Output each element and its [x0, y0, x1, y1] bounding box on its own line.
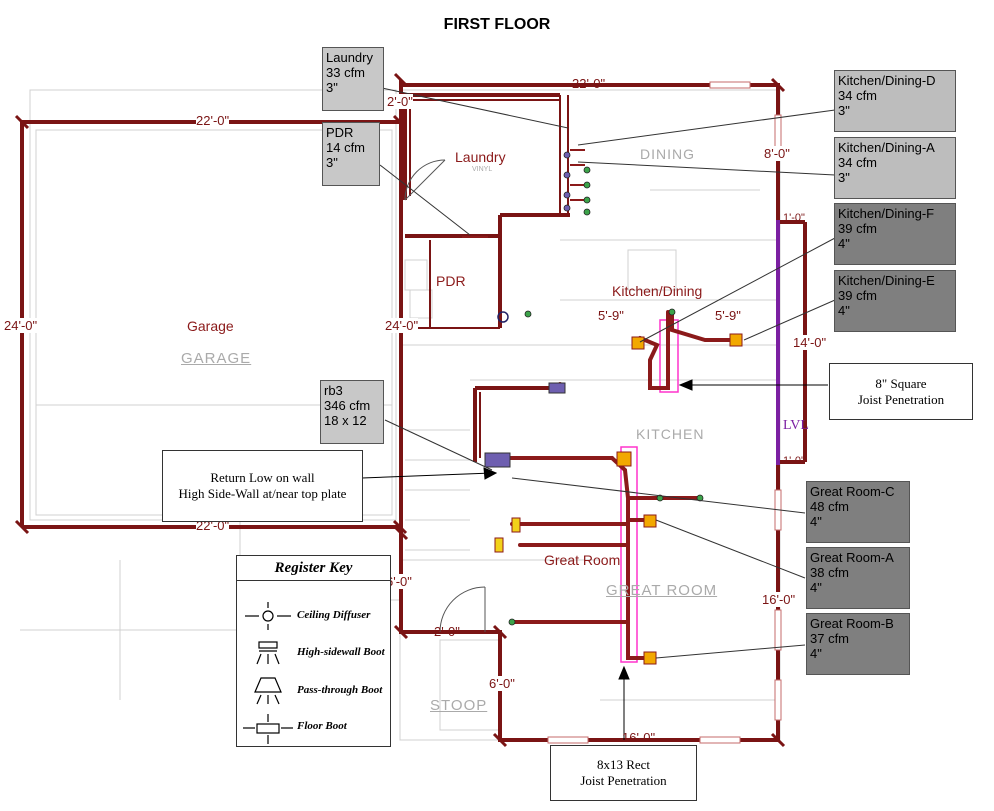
- note-rect-penetration-text: 8x13 Rect Joist Penetration: [580, 757, 667, 788]
- dim-garage-top: 22'-0": [196, 113, 230, 128]
- dim-kitchen-right: 14'-0": [793, 335, 827, 350]
- callout-gr-a: Great Room-A 38 cfm 4": [806, 547, 910, 609]
- note-return-text: Return Low on wall High Side-Wall at/nea…: [178, 470, 347, 501]
- key-high-sidewall-boot: High-sidewall Boot: [297, 646, 385, 658]
- note-return: Return Low on wall High Side-Wall at/nea…: [162, 450, 363, 522]
- plan-label-dining: DINING: [640, 146, 695, 162]
- callout-kd-d: Kitchen/Dining-D 34 cfm 3": [834, 70, 956, 132]
- dim-entry-bottom: 2'-0": [434, 624, 460, 639]
- page-title: FIRST FLOOR: [443, 16, 551, 33]
- plan-label-garage: GARAGE: [181, 350, 252, 367]
- register-floor-1: [511, 517, 521, 533]
- callout-rb3: rb3 346 cfm 18 x 12: [320, 380, 384, 444]
- dim-kd-right: 5'-9": [715, 308, 741, 323]
- register-floor-2: [494, 537, 504, 553]
- room-label-garage: Garage: [187, 318, 234, 334]
- dim-house-top: 22'-0": [572, 76, 606, 91]
- floor-boot-icon: [243, 714, 293, 744]
- return-grille: [484, 452, 511, 468]
- dim-garage-left: 24'-0": [4, 318, 38, 333]
- key-pass-through-boot: Pass-through Boot: [297, 684, 383, 696]
- door-swings: [404, 159, 486, 633]
- dim-dining-right: 8'-0": [764, 146, 790, 161]
- fittings: [497, 151, 704, 626]
- register-kd-f: [631, 336, 645, 350]
- leader-lines: [379, 87, 836, 659]
- windows: [547, 81, 782, 744]
- plan-label-great-room: GREAT ROOM: [606, 582, 718, 599]
- dim-kd-left: 5'-9": [598, 308, 624, 323]
- room-label-laundry: Laundry: [455, 149, 506, 165]
- callout-pdr: PDR 14 cfm 3": [322, 122, 380, 186]
- dim-house-left: 24'-0": [385, 318, 419, 333]
- callout-kd-a: Kitchen/Dining-A 34 cfm 3": [834, 137, 956, 199]
- high-sidewall-boot-icon: [256, 641, 280, 665]
- ceiling-diffuser-icon: [245, 602, 291, 630]
- register-return: [616, 451, 632, 467]
- dim-house-bottom: 16'-0": [622, 730, 656, 745]
- room-label-great-room: Great Room: [544, 552, 621, 568]
- callout-gr-c: Great Room-C 48 cfm 4": [806, 481, 910, 543]
- house-dim-ticks: [393, 72, 786, 748]
- dim-laundry-top: 2'-0": [387, 94, 413, 109]
- note-arrows: [361, 379, 828, 740]
- room-label-kitchen-dining: Kitchen/Dining: [612, 283, 703, 299]
- plan-label-vinyl: VINYL: [472, 166, 493, 173]
- laundry-boots: [462, 149, 585, 238]
- key-floor-boot: Floor Boot: [297, 720, 347, 732]
- register-gr-a: [643, 514, 657, 528]
- dim-great-room-right: 16'-0": [762, 592, 796, 607]
- callout-laundry: Laundry 33 cfm 3": [322, 47, 384, 111]
- register-kd-e: [729, 333, 743, 347]
- register-gr-b: [643, 651, 657, 665]
- pass-through-boot-icon: [254, 677, 282, 705]
- duct-runs: [486, 310, 738, 660]
- note-rect-penetration: 8x13 Rect Joist Penetration: [550, 745, 697, 801]
- plan-label-stoop: STOOP: [430, 697, 488, 714]
- dim-stair-left: 6'-0": [386, 574, 412, 589]
- plan-label-kitchen: KITCHEN: [636, 426, 705, 442]
- key-ceiling-diffuser: Ceiling Diffuser: [297, 609, 371, 621]
- room-label-pdr: PDR: [436, 273, 466, 289]
- callout-gr-b: Great Room-B 37 cfm 4": [806, 613, 910, 675]
- registers: [484, 333, 743, 665]
- dim-stoop-left: 6'-0": [489, 676, 515, 691]
- lvl-label: LVL: [783, 418, 809, 433]
- return-grille-2: [548, 382, 566, 394]
- note-square-penetration: 8" Square Joist Penetration: [829, 363, 973, 420]
- register-key-symbols: [243, 602, 293, 744]
- register-key: Register Key Ceiling Diffus: [236, 555, 391, 747]
- callout-kd-e: Kitchen/Dining-E 39 cfm 4": [834, 270, 956, 332]
- dim-corner-a: 1'-0": [783, 212, 805, 224]
- note-square-penetration-text: 8" Square Joist Penetration: [857, 375, 945, 407]
- register-key-title: Register Key: [237, 556, 390, 581]
- dim-corner-b: 1'-0": [783, 455, 805, 467]
- callout-kd-f: Kitchen/Dining-F 39 cfm 4": [834, 203, 956, 265]
- house-walls: [399, 80, 807, 742]
